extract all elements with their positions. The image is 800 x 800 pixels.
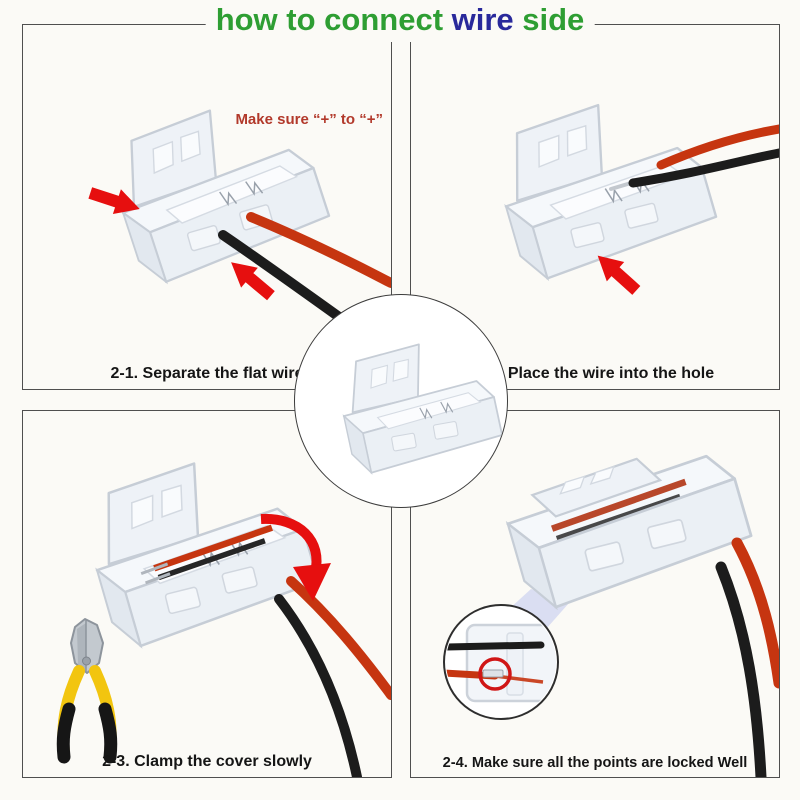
wire-black-inside <box>157 538 266 581</box>
wire-bare-tip <box>140 562 169 576</box>
title-text-green-1: how to connect <box>215 2 452 37</box>
step-2-3-illustration <box>56 440 391 777</box>
magnifier-callout <box>443 604 559 720</box>
wire-bare-tip <box>609 181 633 191</box>
wire-red <box>286 576 391 700</box>
panel-step-2-2: 2-2. Place the wire into the hole <box>410 24 780 390</box>
wire-red-inside <box>153 524 273 572</box>
title-text-blue: wire <box>451 2 514 37</box>
connector-open-illustration <box>486 82 722 286</box>
pliers-icon <box>56 618 118 764</box>
title-text-green-2: side <box>513 2 585 37</box>
wire-black-zoomed <box>446 641 545 651</box>
wire-red <box>246 212 391 288</box>
lock-point-highlight-circle <box>478 657 512 691</box>
wire-bare-tip <box>145 572 171 585</box>
step-2-4-illustration <box>443 411 779 777</box>
step-2-2-caption: 2-2. Place the wire into the hole <box>475 365 715 382</box>
curved-arrow-icon <box>260 513 331 601</box>
panel-step-2-4: 2-4. Make sure all the points are locked… <box>410 410 780 778</box>
polarity-note: Make sure “+” to “+” <box>235 111 383 128</box>
connector-open-illustration <box>332 332 506 477</box>
step-2-3-caption: 2-3. Clamp the cover slowly <box>102 753 312 770</box>
wire-red <box>731 537 779 689</box>
step-2-1-caption: 2-1. Separate the flat wire <box>110 365 304 382</box>
connector-open-illustration <box>76 440 325 653</box>
connector-detail-circle <box>294 294 508 508</box>
page-title: how to connect wire side <box>205 0 595 42</box>
step-2-2-illustration <box>486 82 779 301</box>
wire-black <box>274 594 362 777</box>
wire-red <box>656 124 779 170</box>
step-2-4-caption: 2-4. Make sure all the points are locked… <box>442 755 748 771</box>
center-connector-illustration <box>332 332 506 477</box>
wire-black <box>628 148 779 188</box>
wire-black <box>715 561 767 777</box>
panel-step-2-3: 2-3. Clamp the cover slowly <box>22 410 392 778</box>
connector-closed-illustration <box>500 436 756 613</box>
